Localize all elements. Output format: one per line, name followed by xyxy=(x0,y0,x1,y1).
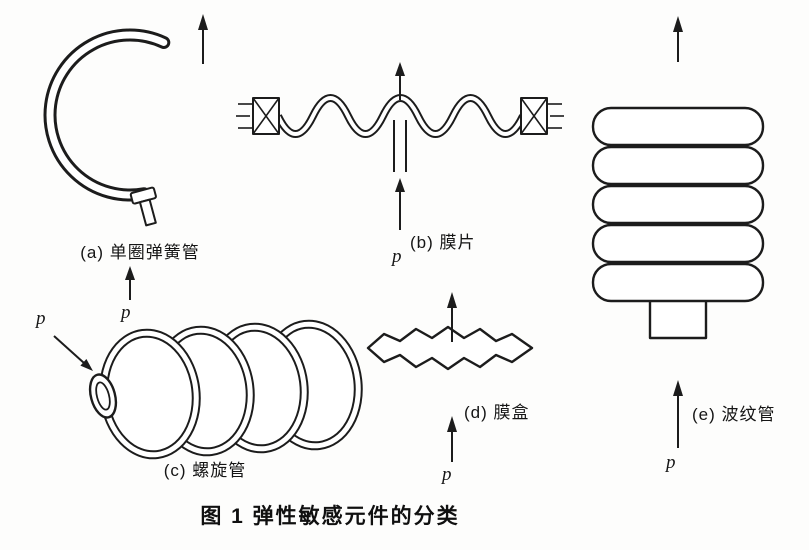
pressure-symbol-e: p xyxy=(666,452,676,473)
inlet-tube xyxy=(393,120,407,172)
pressure-symbol-b: p xyxy=(392,246,402,267)
pressure-symbol-a: p xyxy=(121,302,131,323)
pressure-symbol-c: p xyxy=(36,308,46,329)
label-a: (a) 单圈弹簧管 xyxy=(80,243,200,262)
left-clamp xyxy=(236,97,280,135)
spiral-tube-drawing xyxy=(53,319,363,460)
label-d: (d) 膜盒 xyxy=(464,403,530,422)
pressure-arrow-b xyxy=(395,178,405,230)
right-clamp xyxy=(520,97,564,135)
bellows-drawing xyxy=(591,16,765,448)
label-b: (b) 膜片 xyxy=(410,233,476,252)
label-e: (e) 波纹管 xyxy=(692,405,776,424)
pressure-arrow-c xyxy=(53,335,93,371)
label-c: (c) 螺旋管 xyxy=(163,461,247,480)
bourdon-tube-drawing xyxy=(43,14,208,300)
pressure-arrow-d xyxy=(447,416,457,462)
deflection-arrow xyxy=(447,292,457,342)
figure-caption: 图 1 弹性敏感元件的分类 xyxy=(200,505,460,528)
pressure-arrow-a xyxy=(125,266,135,300)
output-arrow xyxy=(198,14,208,64)
tube-open-end xyxy=(88,373,118,419)
pressure-symbol-d: p xyxy=(442,464,452,485)
output-arrow xyxy=(673,16,683,62)
deflection-arrow xyxy=(395,62,405,100)
capsule-drawing xyxy=(366,292,534,462)
diaphragm-drawing xyxy=(236,62,564,230)
bourdon-fitting xyxy=(129,186,157,227)
pressure-arrow-e xyxy=(673,380,683,448)
